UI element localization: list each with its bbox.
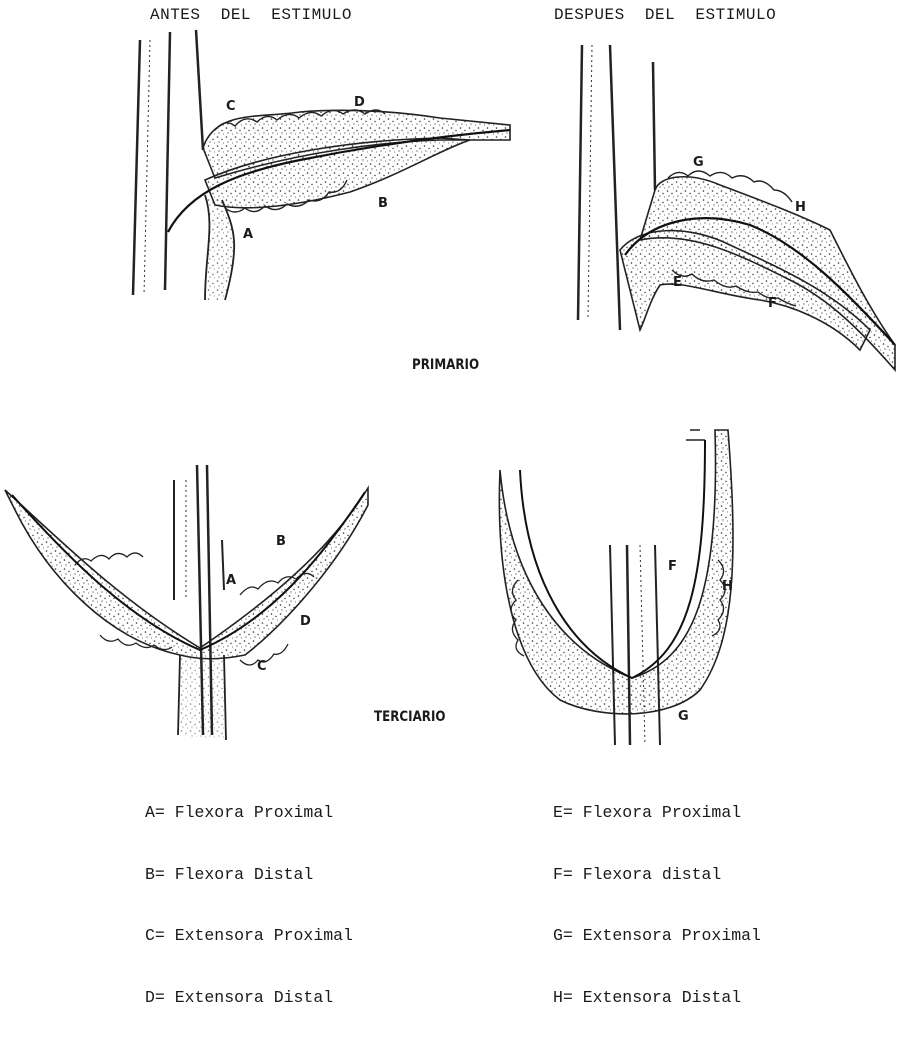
tertiary-after-drawing: F H G <box>499 430 733 745</box>
tertiary-pulvinus-after <box>499 430 733 714</box>
stem-outline-left <box>133 40 140 295</box>
label-C: C <box>226 99 236 114</box>
legend-after: E= Flexora Proximal F= Flexora distal G=… <box>553 762 761 1049</box>
label-E: E <box>673 275 682 290</box>
tertiary-pulvinus-before <box>5 488 368 659</box>
label-B: B <box>378 196 388 211</box>
label-G-tertiary: G <box>678 709 689 724</box>
diagram-stage: ANTES DEL ESTIMULO DESPUES DEL ESTIMULO … <box>0 0 897 868</box>
pulvinus-illustration: C D B A G H E F <box>0 0 897 868</box>
label-H-tertiary: H <box>722 579 733 594</box>
label-D: D <box>354 95 365 110</box>
legend-item: E= Flexora Proximal <box>553 803 761 824</box>
label-G: G <box>693 155 704 170</box>
label-B-tertiary: B <box>276 534 286 549</box>
label-H: H <box>795 200 806 215</box>
legend-item: A= Flexora Proximal <box>145 803 353 824</box>
label-F-tertiary: F <box>668 559 677 574</box>
legend-item: H= Extensora Distal <box>553 988 761 1009</box>
label-C-tertiary: C <box>257 659 267 674</box>
label-A-tertiary: A <box>226 573 236 588</box>
legend-item: D= Extensora Distal <box>145 988 353 1009</box>
primary-after-drawing: G H E F <box>578 45 895 370</box>
label-D-tertiary: D <box>300 614 311 629</box>
legend-before: A= Flexora Proximal B= Flexora Distal C=… <box>145 762 353 1049</box>
legend-item: C= Extensora Proximal <box>145 926 353 947</box>
legend-item: G= Extensora Proximal <box>553 926 761 947</box>
primary-before-drawing: C D B A <box>133 30 510 300</box>
label-A: A <box>243 227 253 242</box>
tertiary-before-drawing: B A D C <box>5 465 368 740</box>
label-F: F <box>768 296 777 311</box>
